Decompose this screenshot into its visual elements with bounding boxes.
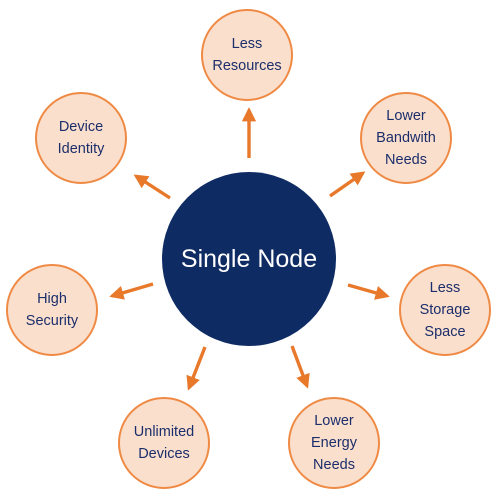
arrow-to-lower-bandwith-needs (329, 171, 366, 198)
node-label: Lower Energy Needs (311, 413, 357, 473)
node-label: Lower Bandwith Needs (376, 108, 436, 168)
node-less-resources: Less Resources (201, 9, 293, 101)
arrow-to-unlimited-devices (186, 346, 207, 391)
node-device-identity: Device Identity (35, 92, 127, 184)
node-less-storage-space: Less Storage Space (399, 264, 491, 356)
node-label: High Security (25, 291, 79, 329)
node-label: Less Resources (212, 36, 282, 74)
node-label: Less Storage Space (419, 280, 471, 340)
center-node: Single Node (162, 172, 336, 346)
node-lower-bandwith-needs: Lower Bandwith Needs (360, 92, 452, 184)
arrow-to-less-storage-space (347, 283, 390, 300)
arrow-to-lower-energy-needs (290, 345, 310, 389)
node-unlimited-devices: Unlimited Devices (118, 397, 210, 489)
node-high-security: High Security (6, 264, 98, 356)
node-label: Device Identity (57, 119, 105, 157)
center-node-label: Single Node (180, 244, 318, 273)
node-label: Unlimited Devices (133, 424, 195, 462)
node-lower-energy-needs: Lower Energy Needs (288, 397, 380, 489)
arrow-to-device-identity (133, 174, 171, 200)
arrow-to-high-security (109, 282, 154, 300)
